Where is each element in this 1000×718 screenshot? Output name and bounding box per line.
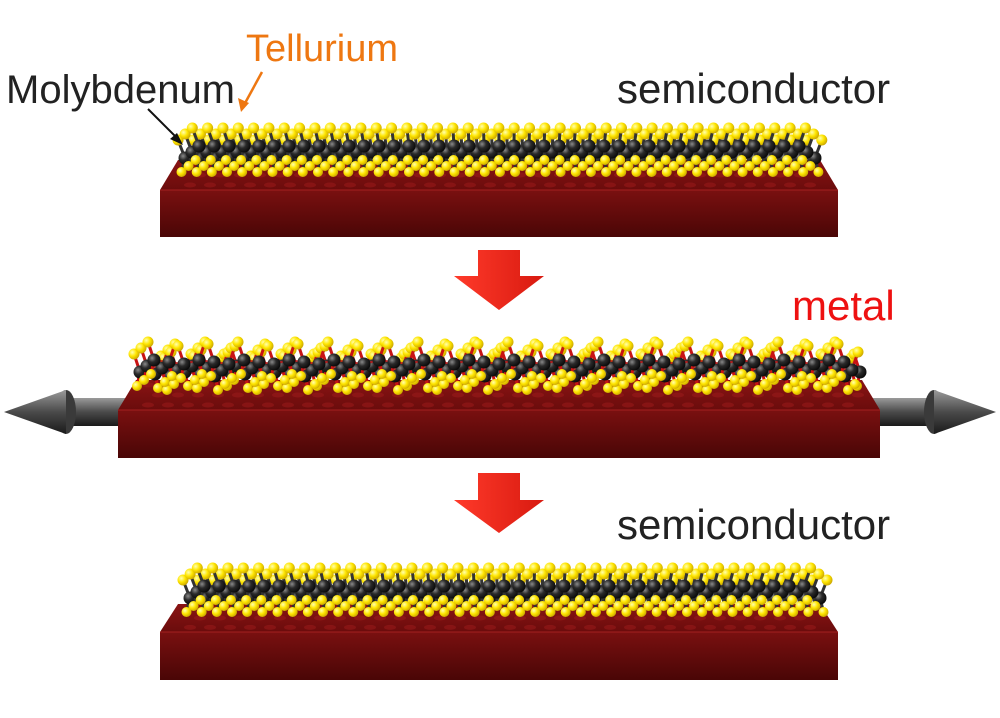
mote2-layer: [172, 122, 828, 177]
semiconductor-label-bottom: semiconductor: [617, 501, 891, 548]
panel-semiconductor-bottom: [160, 562, 838, 680]
down-arrow-icon: [454, 250, 544, 310]
metal-label: metal: [792, 282, 895, 329]
substrate-slab: [160, 160, 838, 237]
panel-semiconductor-top: [160, 122, 838, 237]
mote2-layer: [128, 336, 867, 395]
mote2-layer: [177, 562, 833, 617]
substrate-slab: [118, 380, 880, 458]
tellurium-pointer-arrow: [238, 71, 264, 112]
molybdenum-pointer-arrow: [147, 108, 183, 145]
semiconductor-label-top: semiconductor: [617, 65, 891, 112]
down-arrow-icon: [454, 473, 544, 533]
tellurium-label: Tellurium: [246, 28, 399, 70]
molybdenum-label: Molybdenum: [6, 68, 236, 112]
panel-metal-middle: [4, 336, 996, 458]
